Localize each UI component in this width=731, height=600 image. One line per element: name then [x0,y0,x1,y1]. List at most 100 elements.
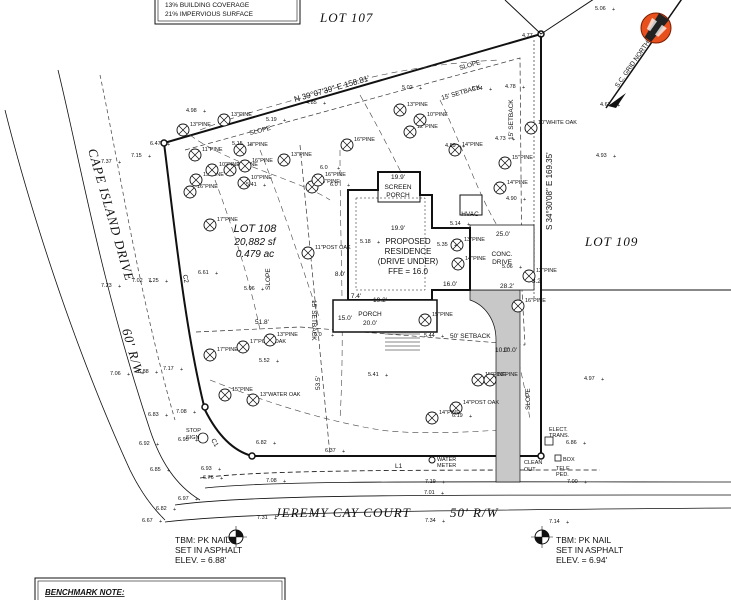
elevation-shot: 4.77 [522,33,533,39]
elevation-mark: + [118,284,121,290]
tree-label: 10"PINE [219,162,240,168]
tree-label: 10"PINE [251,175,272,181]
tree-label: 16"PINE [252,158,273,164]
tree-label: 15"PINE [512,155,533,161]
elevation-mark: + [195,438,198,444]
tree-label: 17"PINE [217,217,238,223]
tree-12: 13"PINE [277,152,312,167]
dim-porch-left: 15.0' [338,315,352,322]
elevation-shot: 5.02 [402,85,413,91]
elevation-mark: + [539,34,542,40]
dim-offset: 3.2' [532,278,542,285]
elevation-mark: + [419,86,422,92]
elevation-mark: + [583,441,586,447]
elevation-mark: + [519,265,522,271]
residence-line-4: FFE = 16.0 [388,267,428,276]
drive-label-1: CONC. [492,251,513,258]
tree-1: 13"PINE [176,122,211,137]
line-l1: L1 [395,463,403,470]
elevation-shot: 7.31 [257,515,268,521]
elevation-shot: 7.34 [425,518,436,524]
lot-109-label: LOT 109 [584,234,638,249]
elevation-shot: 7.23 [101,283,112,289]
tree-label: 16"PINE [325,172,346,178]
tree-22: 16"PINE [311,172,346,187]
tree-label: 16"PINE [354,137,375,143]
elevation-shot: 6.88 [138,369,149,375]
elec-trans-1: ELECT. [549,427,568,433]
tree-label: 15"PINE [232,387,253,393]
tree-label: 13"PINE [464,237,485,243]
tree-label: 13"PINE [407,102,428,108]
elevation-mark: + [155,370,158,376]
cleanout-1: CLEAN [524,460,542,466]
benchmark-note-title: BENCHMARK NOTE: [45,588,125,597]
tree-23: 11"POST OAK [301,245,351,260]
tree-label: 14"PINE [465,256,486,262]
elevation-shot: 7.17 [163,366,174,372]
elevation-shot: 6.97 [178,496,189,502]
elevation-mark: + [173,507,176,513]
elevations-layer: 5.06+4.77+4.98+6.47+7.15+7.37+4.85+5.19+… [101,6,620,526]
dim-bottom: 19.2' [373,297,387,304]
lot-107-label: LOT 107 [319,10,373,25]
benchmark-note-box: BENCHMARK NOTE: [34,577,286,600]
dim-51-8: 51.8' [255,319,269,326]
drive-label-2: DRIVE [492,259,513,266]
left-setback-label: 15' SETBACK [310,300,317,341]
tree-29: 17"PINE [203,347,238,362]
elevation-mark: + [441,334,444,340]
elevation-shot: 4.97 [584,376,595,382]
elevation-shot: 7.06 [110,371,121,377]
elevation-shot: 4.78 [505,84,516,90]
elevation-shot: 6.85 [150,467,161,473]
tree-label: 16"PINE [525,298,546,304]
elevation-mark: + [613,154,616,160]
slope-3: SLOPE [265,268,272,290]
slope-4: SLOPE [525,388,532,410]
elevation-shot: 7.00 [567,479,578,485]
elevation-shot: 7.02 [132,278,143,284]
elevation-shot: 6.0 [320,165,328,171]
screen-porch-2: PORCH [386,192,410,199]
tree-label: 16"PINE [319,179,340,185]
tree-2: 13"PINE [217,112,252,127]
tree-label: 10"PINE [427,112,448,118]
elevation-shot: 6.0 [314,332,322,338]
tree-14: 12"PINE [403,124,438,139]
elevation-mark: + [167,468,170,474]
tbm-right-3: ELEV. = 6.94' [556,555,608,565]
tbm-right-1: TBM: PK NAIL [556,535,612,545]
cleanout-2: OUT [524,467,536,473]
dim-side: 16.0' [443,281,457,288]
elevation-shot: 6.95 [178,437,189,443]
elevation-shot: 4.90 [506,196,517,202]
tree-5: 16"PINE [183,184,218,199]
elevation-shot: 6.86 [566,440,577,446]
elevation-shot: 5.06 [595,6,606,12]
elevation-mark: + [337,166,340,172]
tree-17: 13"PINE [393,102,428,117]
tree-30: 17"POST OAK [236,339,286,354]
elevation-mark: + [454,243,457,249]
tree-27: 15"PINE [418,312,453,327]
elevation-mark: + [180,367,183,373]
elevation-mark: + [342,449,345,455]
tree-13: 14"PINE [448,142,483,157]
building-coverage: 13% BUILDING COVERAGE [165,2,250,9]
tree-20: 14"PINE [493,180,528,195]
elevation-mark: + [441,491,444,497]
elevation-mark: + [523,197,526,203]
elevation-mark: + [283,479,286,485]
elevation-shot: 5.14 [450,221,461,227]
elevation-mark: + [249,142,252,148]
elevation-mark: + [273,441,276,447]
elevation-mark: + [261,287,264,293]
jeremy-cay-label: JEREMY CAY COURT [275,505,411,520]
elevation-shot: 5.15 [232,141,243,147]
elevation-shot: 7.14 [549,519,560,525]
coverage-summary-box: 13% BUILDING COVERAGE 21% IMPERVIOUS SUR… [154,0,301,25]
tree-label: 11"PINE [202,147,223,153]
elevation-shot: 7.19 [425,479,436,485]
elevation-mark: + [203,109,206,115]
